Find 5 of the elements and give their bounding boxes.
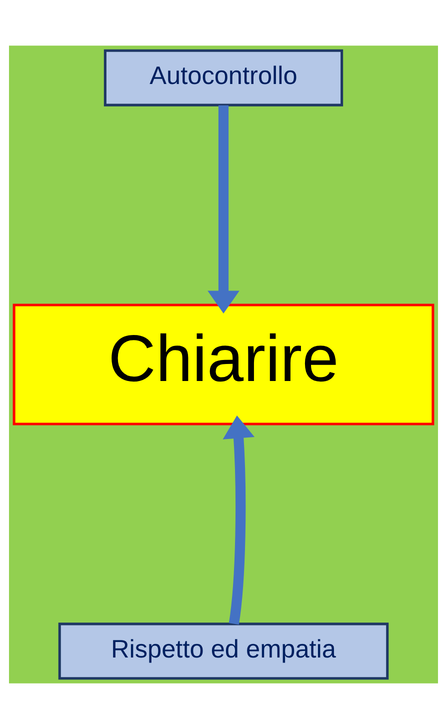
node-box: Autocontrollo: [103, 48, 343, 106]
arrow: [222, 414, 254, 624]
node-box: Chiarire: [12, 303, 434, 425]
arrow: [207, 104, 239, 314]
node-box: Rispetto ed empatia: [58, 622, 388, 680]
